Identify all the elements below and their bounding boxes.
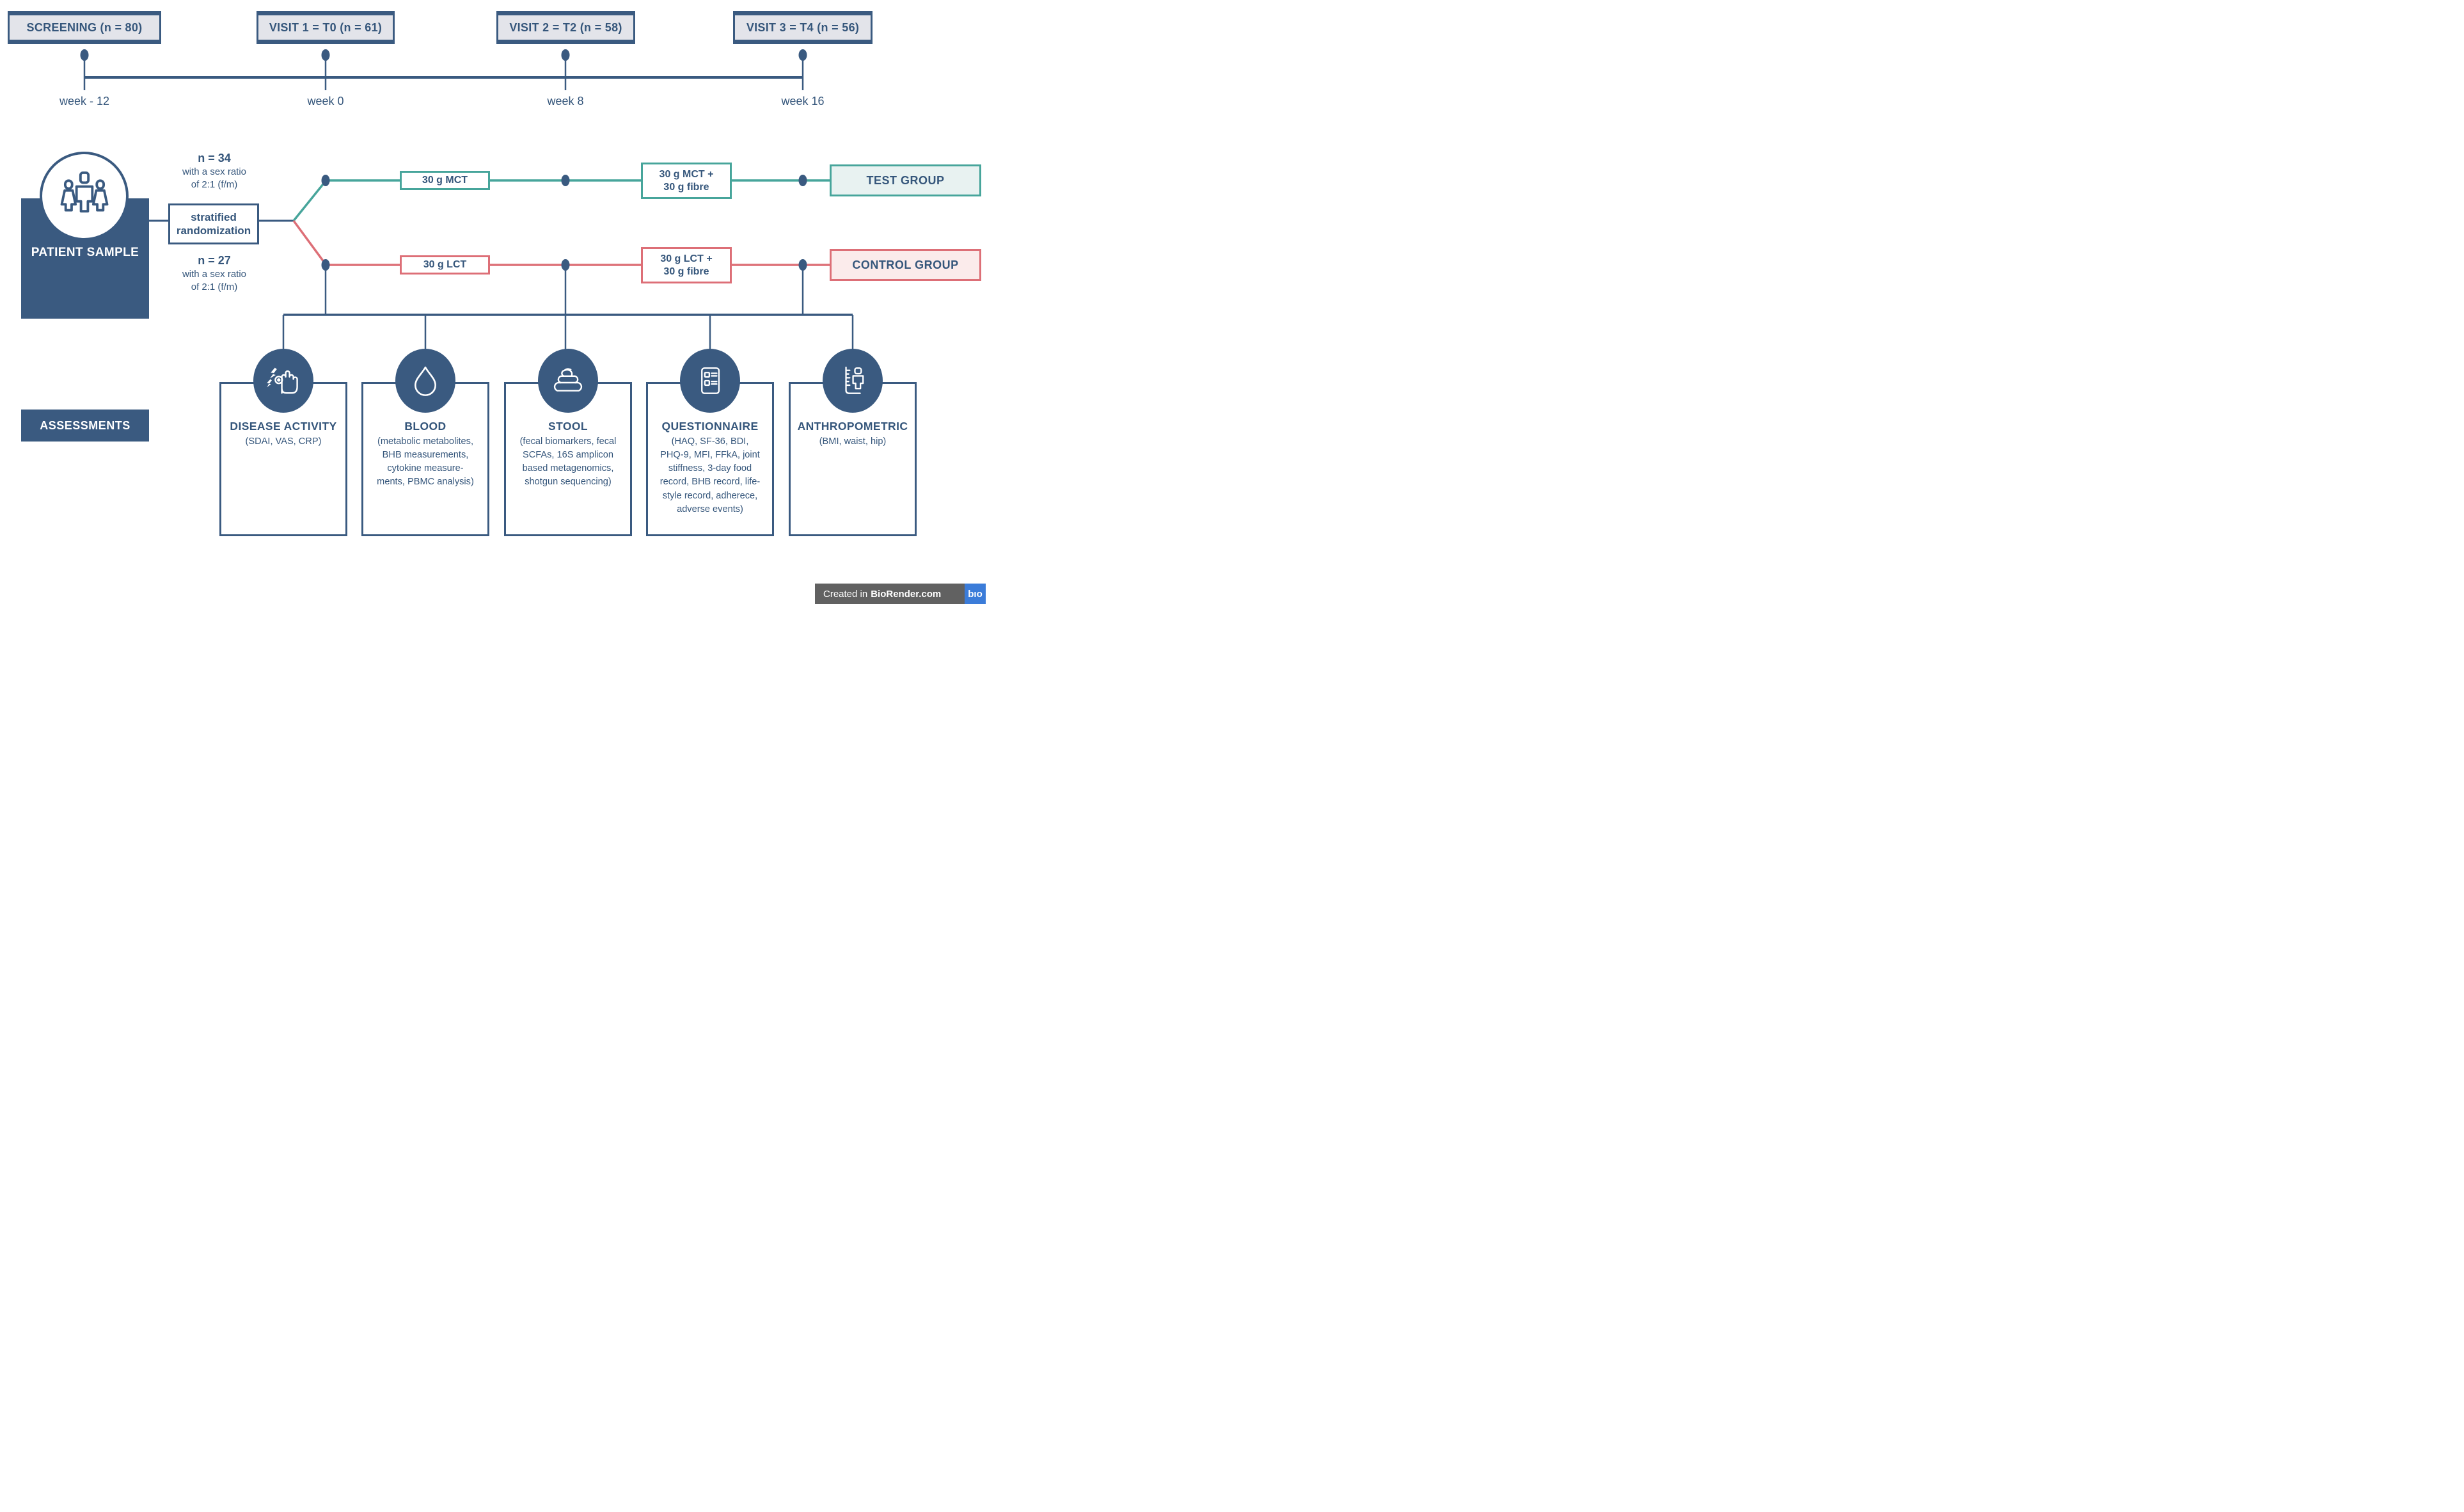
blood-drop-icon xyxy=(395,349,455,413)
test-arm-line xyxy=(292,179,830,222)
mct-fibre-box: 30 g MCT + 30 g fibre xyxy=(641,163,732,199)
biorender-logo: bıo xyxy=(965,584,986,604)
card-title: QUESTIONNAIRE xyxy=(661,420,759,433)
card-details: (BMI, waist, hip) xyxy=(819,436,887,447)
test-arm-note: n = 34 with a sex ratio of 2:1 (f/m) xyxy=(150,151,278,191)
week-label-0: week 0 xyxy=(307,95,344,107)
flow-connectors xyxy=(149,219,854,351)
control-arm-n: n = 27 xyxy=(198,254,231,267)
card-stool: STOOL (fecal biomarkers, fecal SCFAs, 16… xyxy=(504,382,632,536)
card-details: (HAQ, SF-36, BDI, PHQ-9, MFI, FFkA, join… xyxy=(659,436,761,514)
stool-icon xyxy=(538,349,598,413)
week-label-16: week 16 xyxy=(781,95,825,107)
assessments-label: ASSESSMENTS xyxy=(21,410,149,442)
control-arm-line xyxy=(292,219,830,266)
node-dots xyxy=(80,49,807,271)
visit-box-screening: SCREENING (n = 80) xyxy=(8,11,161,44)
card-details: (SDAI, VAS, CRP) xyxy=(245,436,322,447)
week-label-minus12: week - 12 xyxy=(59,95,110,107)
patient-sample-label: PATIENT SAMPLE xyxy=(31,246,139,259)
lct-box: 30 g LCT xyxy=(400,255,490,275)
biorender-badge[interactable]: Created in BioRender.com bıo xyxy=(815,584,986,604)
visit-label: VISIT 2 = T2 (n = 58) xyxy=(509,20,622,34)
test-group-box: TEST GROUP xyxy=(830,164,981,196)
control-arm-note: n = 27 with a sex ratio of 2:1 (f/m) xyxy=(150,253,278,293)
test-arm-ratio: with a sex ratio of 2:1 (f/m) xyxy=(182,166,247,190)
control-arm-ratio: with a sex ratio of 2:1 (f/m) xyxy=(182,269,247,292)
control-group-box: CONTROL GROUP xyxy=(830,249,981,281)
card-title: DISEASE ACTIVITY xyxy=(230,420,337,433)
biorender-badge-text: Created in BioRender.com xyxy=(815,584,965,604)
card-title: BLOOD xyxy=(404,420,446,433)
questionnaire-icon xyxy=(680,349,740,413)
body-measure-icon xyxy=(823,349,883,413)
card-title: ANTHROPOMETRIC xyxy=(797,420,908,433)
card-details: (metabolic metabolites, BHB measurements… xyxy=(377,436,474,488)
visit-box-1: VISIT 1 = T0 (n = 61) xyxy=(257,11,395,44)
visit-label: VISIT 1 = T0 (n = 61) xyxy=(269,20,383,34)
lct-fibre-box: 30 g LCT + 30 g fibre xyxy=(641,247,732,283)
visit-label: VISIT 3 = T4 (n = 56) xyxy=(746,20,860,34)
card-details: (fecal biomarkers, fecal SCFAs, 16S ampl… xyxy=(519,436,617,488)
people-icon xyxy=(60,171,108,212)
visit-box-2: VISIT 2 = T2 (n = 58) xyxy=(496,11,635,44)
badge-prefix: Created in xyxy=(823,588,868,600)
study-design-diagram: SCREENING (n = 80) VISIT 1 = T0 (n = 61)… xyxy=(0,0,986,605)
test-arm-n: n = 34 xyxy=(198,152,231,164)
stratified-randomization-box: stratified randomization xyxy=(168,203,259,244)
badge-brand: BioRender.com xyxy=(871,588,942,600)
visit-box-3: VISIT 3 = T4 (n = 56) xyxy=(733,11,873,44)
card-questionnaire: QUESTIONNAIRE (HAQ, SF-36, BDI, PHQ-9, M… xyxy=(646,382,774,536)
pain-hand-icon xyxy=(253,349,313,413)
week-label-8: week 8 xyxy=(547,95,584,107)
timeline-bar xyxy=(83,56,804,90)
visit-label: SCREENING (n = 80) xyxy=(26,20,143,34)
card-title: STOOL xyxy=(548,420,588,433)
patient-sample-avatar xyxy=(40,152,129,241)
mct-box: 30 g MCT xyxy=(400,171,490,190)
